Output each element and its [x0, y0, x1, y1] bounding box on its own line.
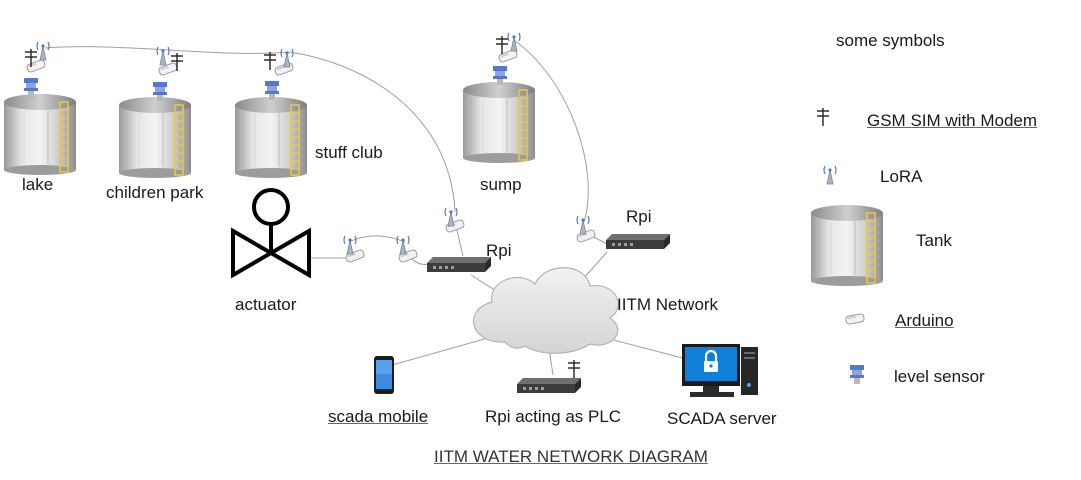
tank-children-park-label: children park	[106, 183, 204, 202]
link-lake-stuffclub	[44, 46, 290, 54]
link-stuffclub-rpi	[288, 51, 456, 213]
iitm-network-label: IITM Network	[617, 295, 719, 314]
arduino-icon	[25, 58, 47, 74]
rpi-router-left	[427, 257, 491, 272]
rpi-plc-label: Rpi acting as PLC	[485, 407, 622, 426]
rpi-router-right	[606, 234, 670, 249]
scada-server-label: SCADA server	[667, 409, 777, 428]
tank-lake	[3, 93, 77, 176]
gsm-antenna-icon	[816, 107, 830, 127]
tank-stuff-club	[234, 96, 308, 179]
legend-gsm-label: GSM SIM with Modem	[867, 111, 1038, 130]
lora-antenna-icon	[36, 41, 50, 61]
tank-legend	[810, 204, 884, 287]
level-sensor-icon	[850, 365, 864, 384]
iitm-network-cloud	[473, 267, 619, 354]
tank-stuff-club-label: stuff club	[315, 143, 383, 162]
scada-server-computer-icon	[682, 344, 758, 397]
tank-children-park	[118, 96, 192, 179]
scada-mobile-label: scada mobile	[328, 407, 429, 426]
link-lora-pair	[348, 235, 406, 243]
lora-antenna-icon	[343, 235, 357, 255]
lora-antenna-icon	[396, 235, 410, 255]
rpi-right-label: Rpi	[626, 207, 652, 226]
legend-title: some symbols	[836, 31, 945, 50]
legend-arduino-label: Arduino	[895, 311, 954, 330]
rpi-plc-router	[517, 378, 581, 393]
arduino-icon	[844, 312, 866, 326]
mobile-phone-icon	[374, 356, 394, 394]
link-sump-rpi	[513, 39, 589, 223]
tank-sump	[462, 81, 536, 164]
gsm-antenna-icon	[495, 35, 509, 55]
gsm-antenna-icon	[263, 51, 277, 71]
gsm-antenna-icon	[567, 359, 581, 379]
legend-tank-label: Tank	[916, 231, 952, 250]
arduino-icon	[575, 228, 597, 244]
lora-antenna-icon	[507, 32, 521, 52]
legend-lora-label: LoRA	[880, 167, 923, 186]
diagram-caption: IITM WATER NETWORK DIAGRAM	[434, 447, 708, 466]
actuator-valve-icon	[231, 188, 311, 279]
actuator-label: actuator	[235, 295, 297, 314]
rpi-left-label: Rpi	[486, 241, 512, 260]
legend-level-sensor-label: level sensor	[894, 367, 985, 386]
tank-sump-label: sump	[480, 175, 522, 194]
lora-antenna-icon	[823, 165, 837, 185]
arduino-icon	[273, 61, 295, 77]
tank-lake-label: lake	[22, 175, 54, 194]
